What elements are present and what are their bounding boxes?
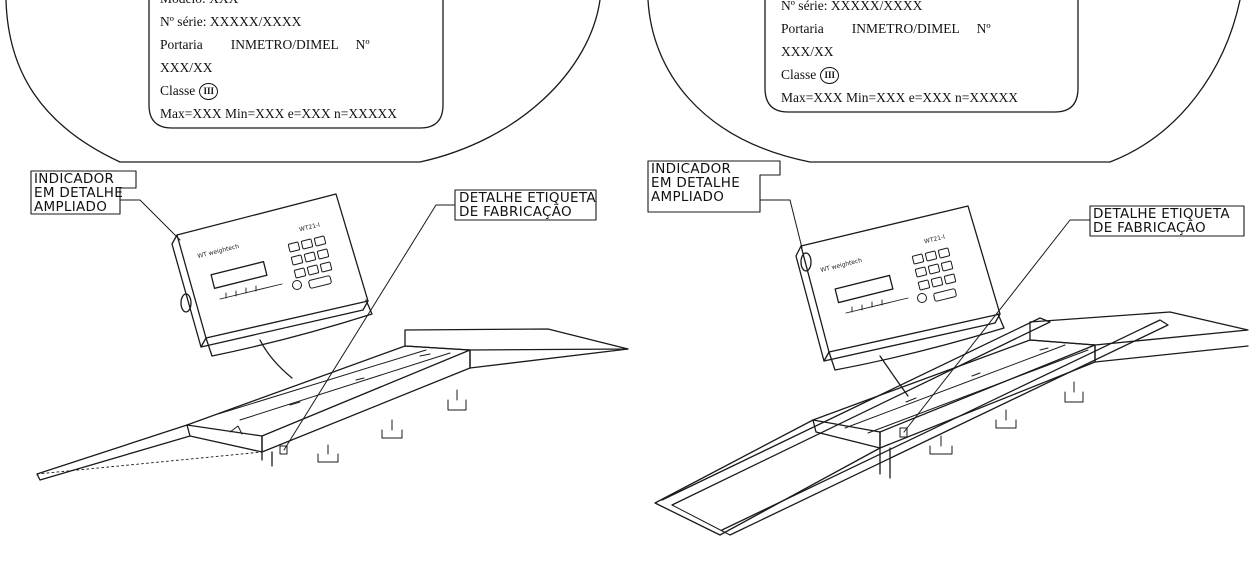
leader-indicador-left	[119, 199, 181, 241]
leader-etiqueta-right	[903, 219, 1091, 433]
label-left-portaria-number: XXX/XX	[160, 60, 213, 75]
leader-etiqueta-left	[283, 204, 456, 451]
indicator-left-keypad	[287, 235, 333, 290]
indicator-left-knob	[180, 293, 192, 313]
indicator-left-scale-marks	[219, 283, 283, 300]
callout-indicador-left: INDICADOR EM DETALHE AMPLIADO	[34, 171, 124, 215]
indicator-right-keypad	[911, 247, 957, 303]
ramp-left-front	[36, 424, 191, 481]
ramp-left-back	[404, 328, 629, 351]
callout-box-indicador-left	[30, 170, 137, 215]
ramp-right-back	[1029, 311, 1249, 346]
indicator-right-cable	[879, 355, 909, 397]
scale-platform-left	[36, 328, 629, 481]
callout-etiqueta-left: DETALHE ETIQUETA DE FABRICAÇÃO	[459, 190, 596, 220]
indicator-right-knob	[800, 252, 812, 272]
label-plate-left	[148, 0, 444, 129]
indicator-right-display	[834, 274, 894, 304]
indicator-right-stand	[828, 313, 1005, 371]
leader-indicador-right	[759, 199, 803, 249]
label-right-limits: Max=XXX Min=XXX e=XXX n=XXXXX	[781, 90, 1019, 105]
ramp-right-front	[654, 419, 881, 536]
label-bubble-left	[5, 0, 601, 163]
indicator-left-body	[176, 193, 369, 339]
indicator-left-side	[171, 234, 207, 348]
label-plate-left-text: Modelo: XXX Nº série: XXXXX/XXXX Portari…	[160, 0, 397, 125]
classe-mark-right: III	[820, 67, 840, 85]
platform-left-label-plate	[279, 445, 288, 455]
platform-left-feet	[317, 399, 467, 463]
label-right-portaria-number: XXX/XX	[781, 44, 834, 59]
scale-platform-right	[654, 311, 1249, 536]
indicator-left-bottom	[200, 300, 369, 348]
platform-right-cells	[905, 347, 1049, 403]
indicator-right-body	[800, 205, 1001, 353]
callout-box-indicador-right	[647, 160, 781, 213]
label-right-serial: Nº série: XXXXX/XXXX	[781, 0, 923, 13]
callout-indicador-right: INDICADOR EM DETALHE AMPLIADO	[651, 161, 741, 205]
rail-right-left	[661, 317, 1051, 506]
indicator-right-bottom	[823, 313, 1001, 362]
platform-left-cells	[229, 353, 431, 435]
label-left-model: Modelo: XXX	[160, 0, 397, 10]
label-plate-right	[764, 0, 1079, 113]
indicator-left-cable	[259, 339, 293, 379]
indicator-right	[795, 205, 1005, 397]
callout-etiqueta-right: DETALHE ETIQUETA DE FABRICAÇÃO	[1093, 206, 1230, 236]
label-left-serial: Nº série: XXXXX/XXXX	[160, 14, 302, 29]
indicator-left	[171, 193, 373, 379]
indicator-left-display	[210, 261, 268, 289]
label-bubble-right	[647, 0, 1241, 163]
platform-right-feet	[929, 391, 1084, 455]
label-left-limits: Max=XXX Min=XXX e=XXX n=XXXXX	[160, 106, 398, 121]
callout-box-etiqueta-right	[1089, 205, 1245, 237]
rail-right-right	[721, 319, 1169, 536]
platform-right-label-plate	[899, 427, 908, 438]
indicator-right-scale-marks	[845, 297, 909, 314]
indicator-right-side	[795, 245, 830, 362]
classe-mark-left: III	[199, 83, 219, 101]
indicator-left-stand	[205, 299, 373, 357]
